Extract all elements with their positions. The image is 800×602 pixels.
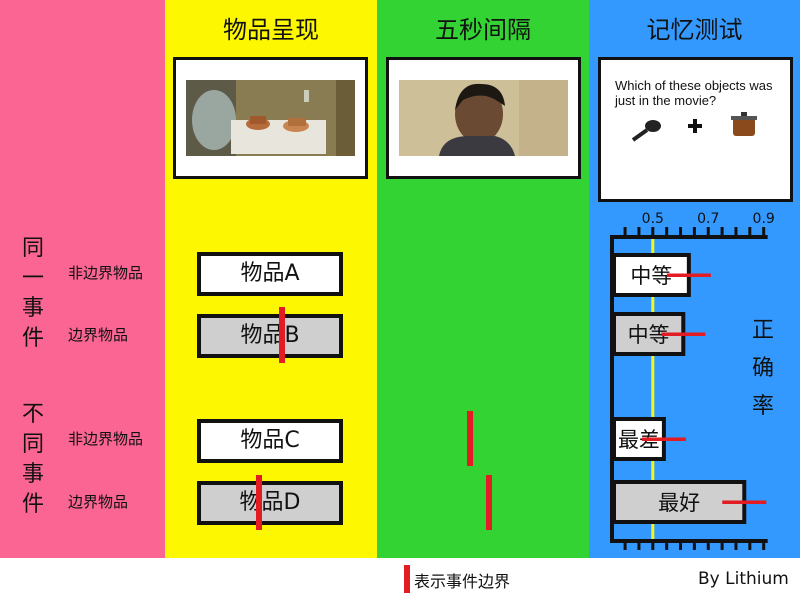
boundary-marker-d: [256, 475, 262, 530]
interval-title: 五秒间隔: [435, 16, 531, 44]
bottom-tick: [665, 543, 669, 550]
error-mark: [661, 332, 706, 336]
memory-test-screen: Which of these objects was just in the m…: [598, 57, 793, 202]
row-label-c: 非边界物品: [68, 430, 144, 448]
boundary-marker-c: [467, 411, 473, 466]
bottom-tick: [692, 543, 696, 550]
bottom-tick: [623, 543, 627, 550]
top-tick: [679, 227, 683, 235]
bottom-tick: [706, 543, 710, 550]
top-tick: [665, 227, 669, 235]
item-a-box: 物品A: [197, 252, 343, 296]
top-tick: [762, 227, 766, 235]
error-mark: [722, 500, 767, 504]
accuracy-axis-label: 正确率: [751, 318, 774, 419]
top-tick: [637, 227, 641, 235]
bottom-tick: [762, 543, 766, 550]
row-label-d: 边界物品: [68, 493, 129, 511]
error-mark: [666, 273, 711, 277]
plus-icon: [688, 119, 702, 133]
boundary-marker-b: [279, 307, 285, 363]
item-c-box: 物品C: [197, 419, 343, 463]
legend-text: 表示事件边界: [414, 572, 511, 591]
top-axis: [610, 235, 768, 239]
pot-icon: [731, 112, 757, 136]
bottom-tick: [679, 543, 683, 550]
presentation-title: 物品呈现: [223, 16, 319, 44]
row-label-a: 非边界物品: [68, 264, 144, 282]
reference-line: [651, 239, 655, 539]
ladle-icon: [631, 120, 661, 142]
tick-label: 0.7: [697, 211, 719, 227]
row-label-b: 边界物品: [68, 326, 129, 344]
tick-label: 0.9: [753, 211, 775, 227]
error-mark: [641, 437, 686, 441]
credit: By Lithium: [698, 569, 789, 589]
top-tick: [720, 227, 724, 235]
top-tick: [692, 227, 696, 235]
different-event-label: 不同事件: [21, 402, 44, 517]
tick-label: 0.5: [642, 211, 664, 227]
test-question: Which of these objects was just in the m…: [615, 78, 773, 108]
boundary-marker-d2: [486, 475, 492, 530]
bar-label: 最好: [658, 491, 700, 515]
top-tick: [623, 227, 627, 235]
kitchen-photo: [173, 57, 368, 179]
item-b-box: 物品B: [197, 314, 343, 358]
bottom-tick: [637, 543, 641, 550]
y-axis: [610, 235, 614, 543]
bottom-tick: [651, 543, 655, 550]
bottom-tick: [734, 543, 738, 550]
bottom-axis: [610, 539, 768, 543]
top-tick: [748, 227, 752, 235]
top-tick: [706, 227, 710, 235]
memory-test-title: 记忆测试: [646, 16, 743, 44]
top-tick: [734, 227, 738, 235]
item-d-box: 物品D: [197, 481, 343, 525]
top-tick: [651, 227, 655, 235]
same-event-label: 同一事件: [21, 236, 44, 351]
legend-marker: [404, 565, 410, 593]
person-photo: [386, 57, 581, 179]
bottom-tick: [748, 543, 752, 550]
bar-label: 中等: [630, 264, 672, 288]
group-label-column: [0, 0, 165, 558]
bottom-tick: [720, 543, 724, 550]
